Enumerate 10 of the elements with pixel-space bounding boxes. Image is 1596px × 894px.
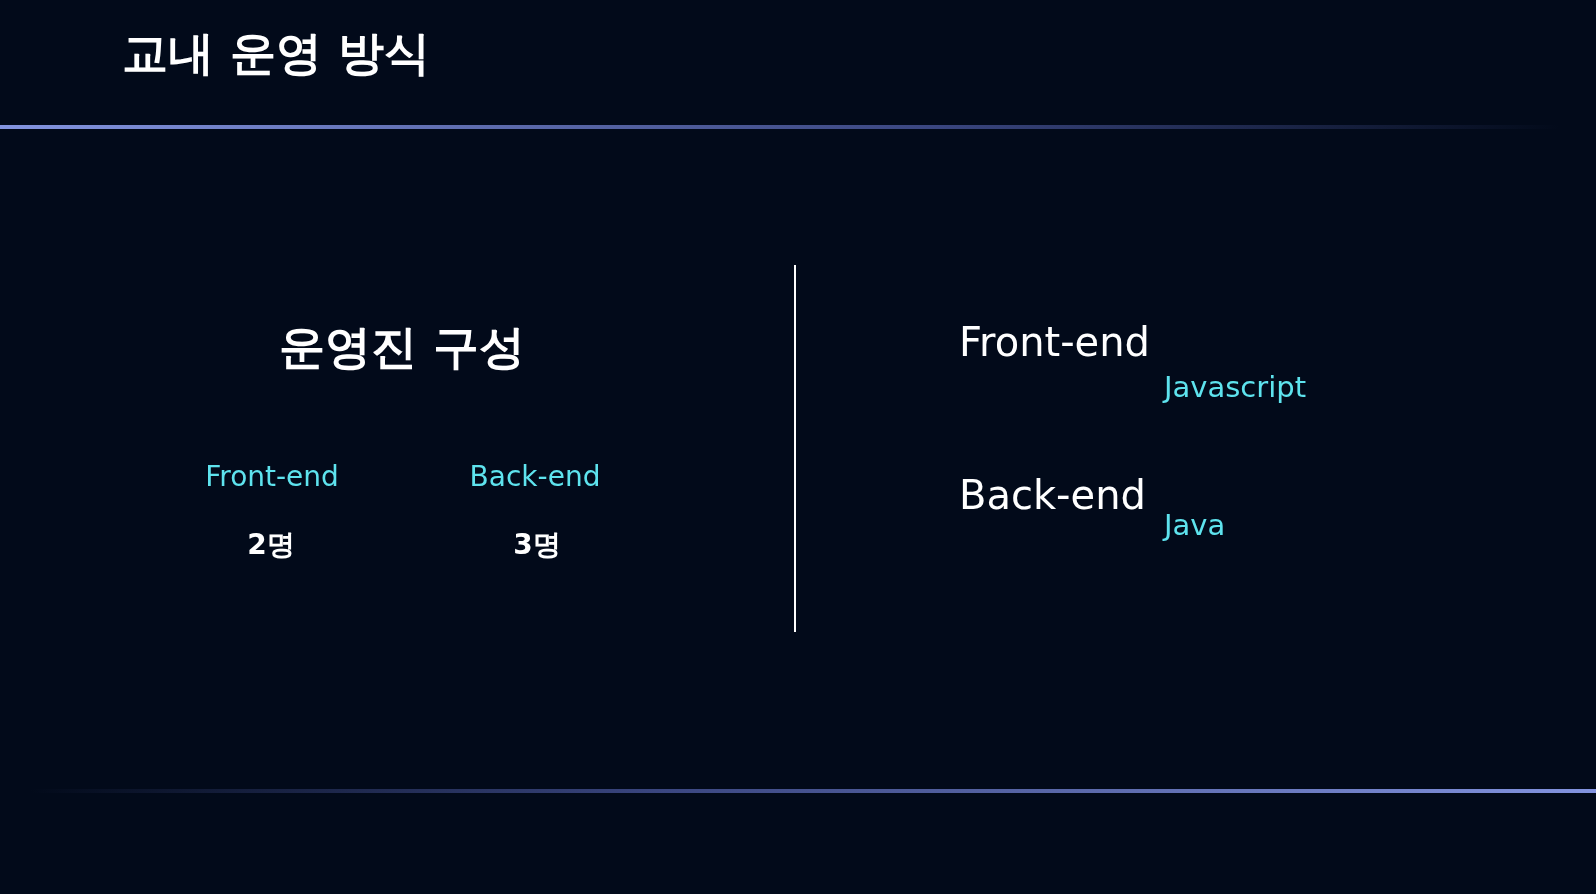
stack-heading: Back-end [959, 473, 1146, 517]
stack-heading: Front-end [959, 320, 1150, 364]
member-count: 2명 [247, 530, 295, 561]
tech-label: Java [1164, 510, 1226, 542]
member-count: 3명 [513, 530, 561, 561]
role-label: Front-end [205, 462, 339, 493]
role-label: Back-end [469, 462, 601, 493]
slide-title: 교내 운영 방식 [122, 28, 431, 79]
section-heading: 운영진 구성 [279, 322, 525, 373]
tech-label: Javascript [1164, 372, 1307, 404]
